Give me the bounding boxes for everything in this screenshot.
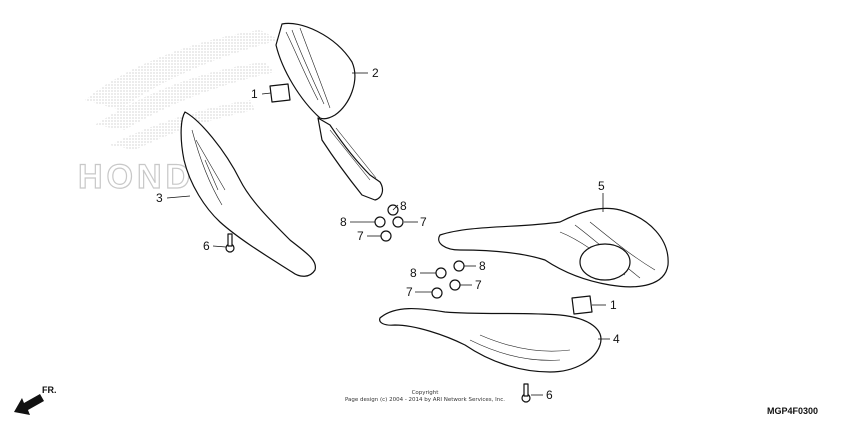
leader-lines: [166, 72, 610, 396]
direction-label: FR.: [42, 385, 57, 395]
part-1-cushion-upper[interactable]: [269, 83, 291, 103]
callout-7-upper-left: 7: [357, 229, 364, 243]
part-6-bolt-right[interactable]: [521, 383, 531, 403]
callout-4: 4: [613, 332, 620, 346]
callout-7-upper-right: 7: [420, 215, 427, 229]
callout-1-lower: 1: [610, 298, 617, 312]
callout-6-left: 6: [203, 239, 210, 253]
callout-8-lower-right: 8: [479, 259, 486, 273]
callout-8-lower-left: 8: [410, 266, 417, 280]
diagram-code: MGP4F0300: [767, 406, 818, 416]
part-6-bolt-left[interactable]: [225, 233, 235, 253]
part-4-mirror-cover[interactable]: [379, 307, 602, 373]
callout-1-upper: 1: [251, 87, 258, 101]
front-direction-arrow-icon: FR.: [14, 385, 57, 415]
part-2-mirror-housing[interactable]: [275, 22, 384, 201]
part-1-cushion-lower[interactable]: [571, 295, 593, 315]
copyright-line: Page design (c) 2004 - 2014 by ARI Netwo…: [345, 397, 505, 403]
callout-3: 3: [156, 191, 163, 205]
callout-8-upper-left: 8: [340, 215, 347, 229]
callout-7-lower-left: 7: [406, 285, 413, 299]
callout-8-upper-right: 8: [400, 199, 407, 213]
copyright-heading: Copyright: [412, 390, 440, 396]
part-5-mirror-housing[interactable]: [438, 207, 669, 288]
part-3-mirror-cover[interactable]: [180, 111, 316, 277]
callout-5: 5: [598, 179, 605, 193]
nuts-washers-lower[interactable]: [431, 260, 465, 299]
honda-wing-watermark: HONDA: [77, 30, 280, 197]
callout-6-right: 6: [546, 388, 553, 402]
callout-2: 2: [372, 66, 379, 80]
callout-7-lower-right: 7: [475, 278, 482, 292]
